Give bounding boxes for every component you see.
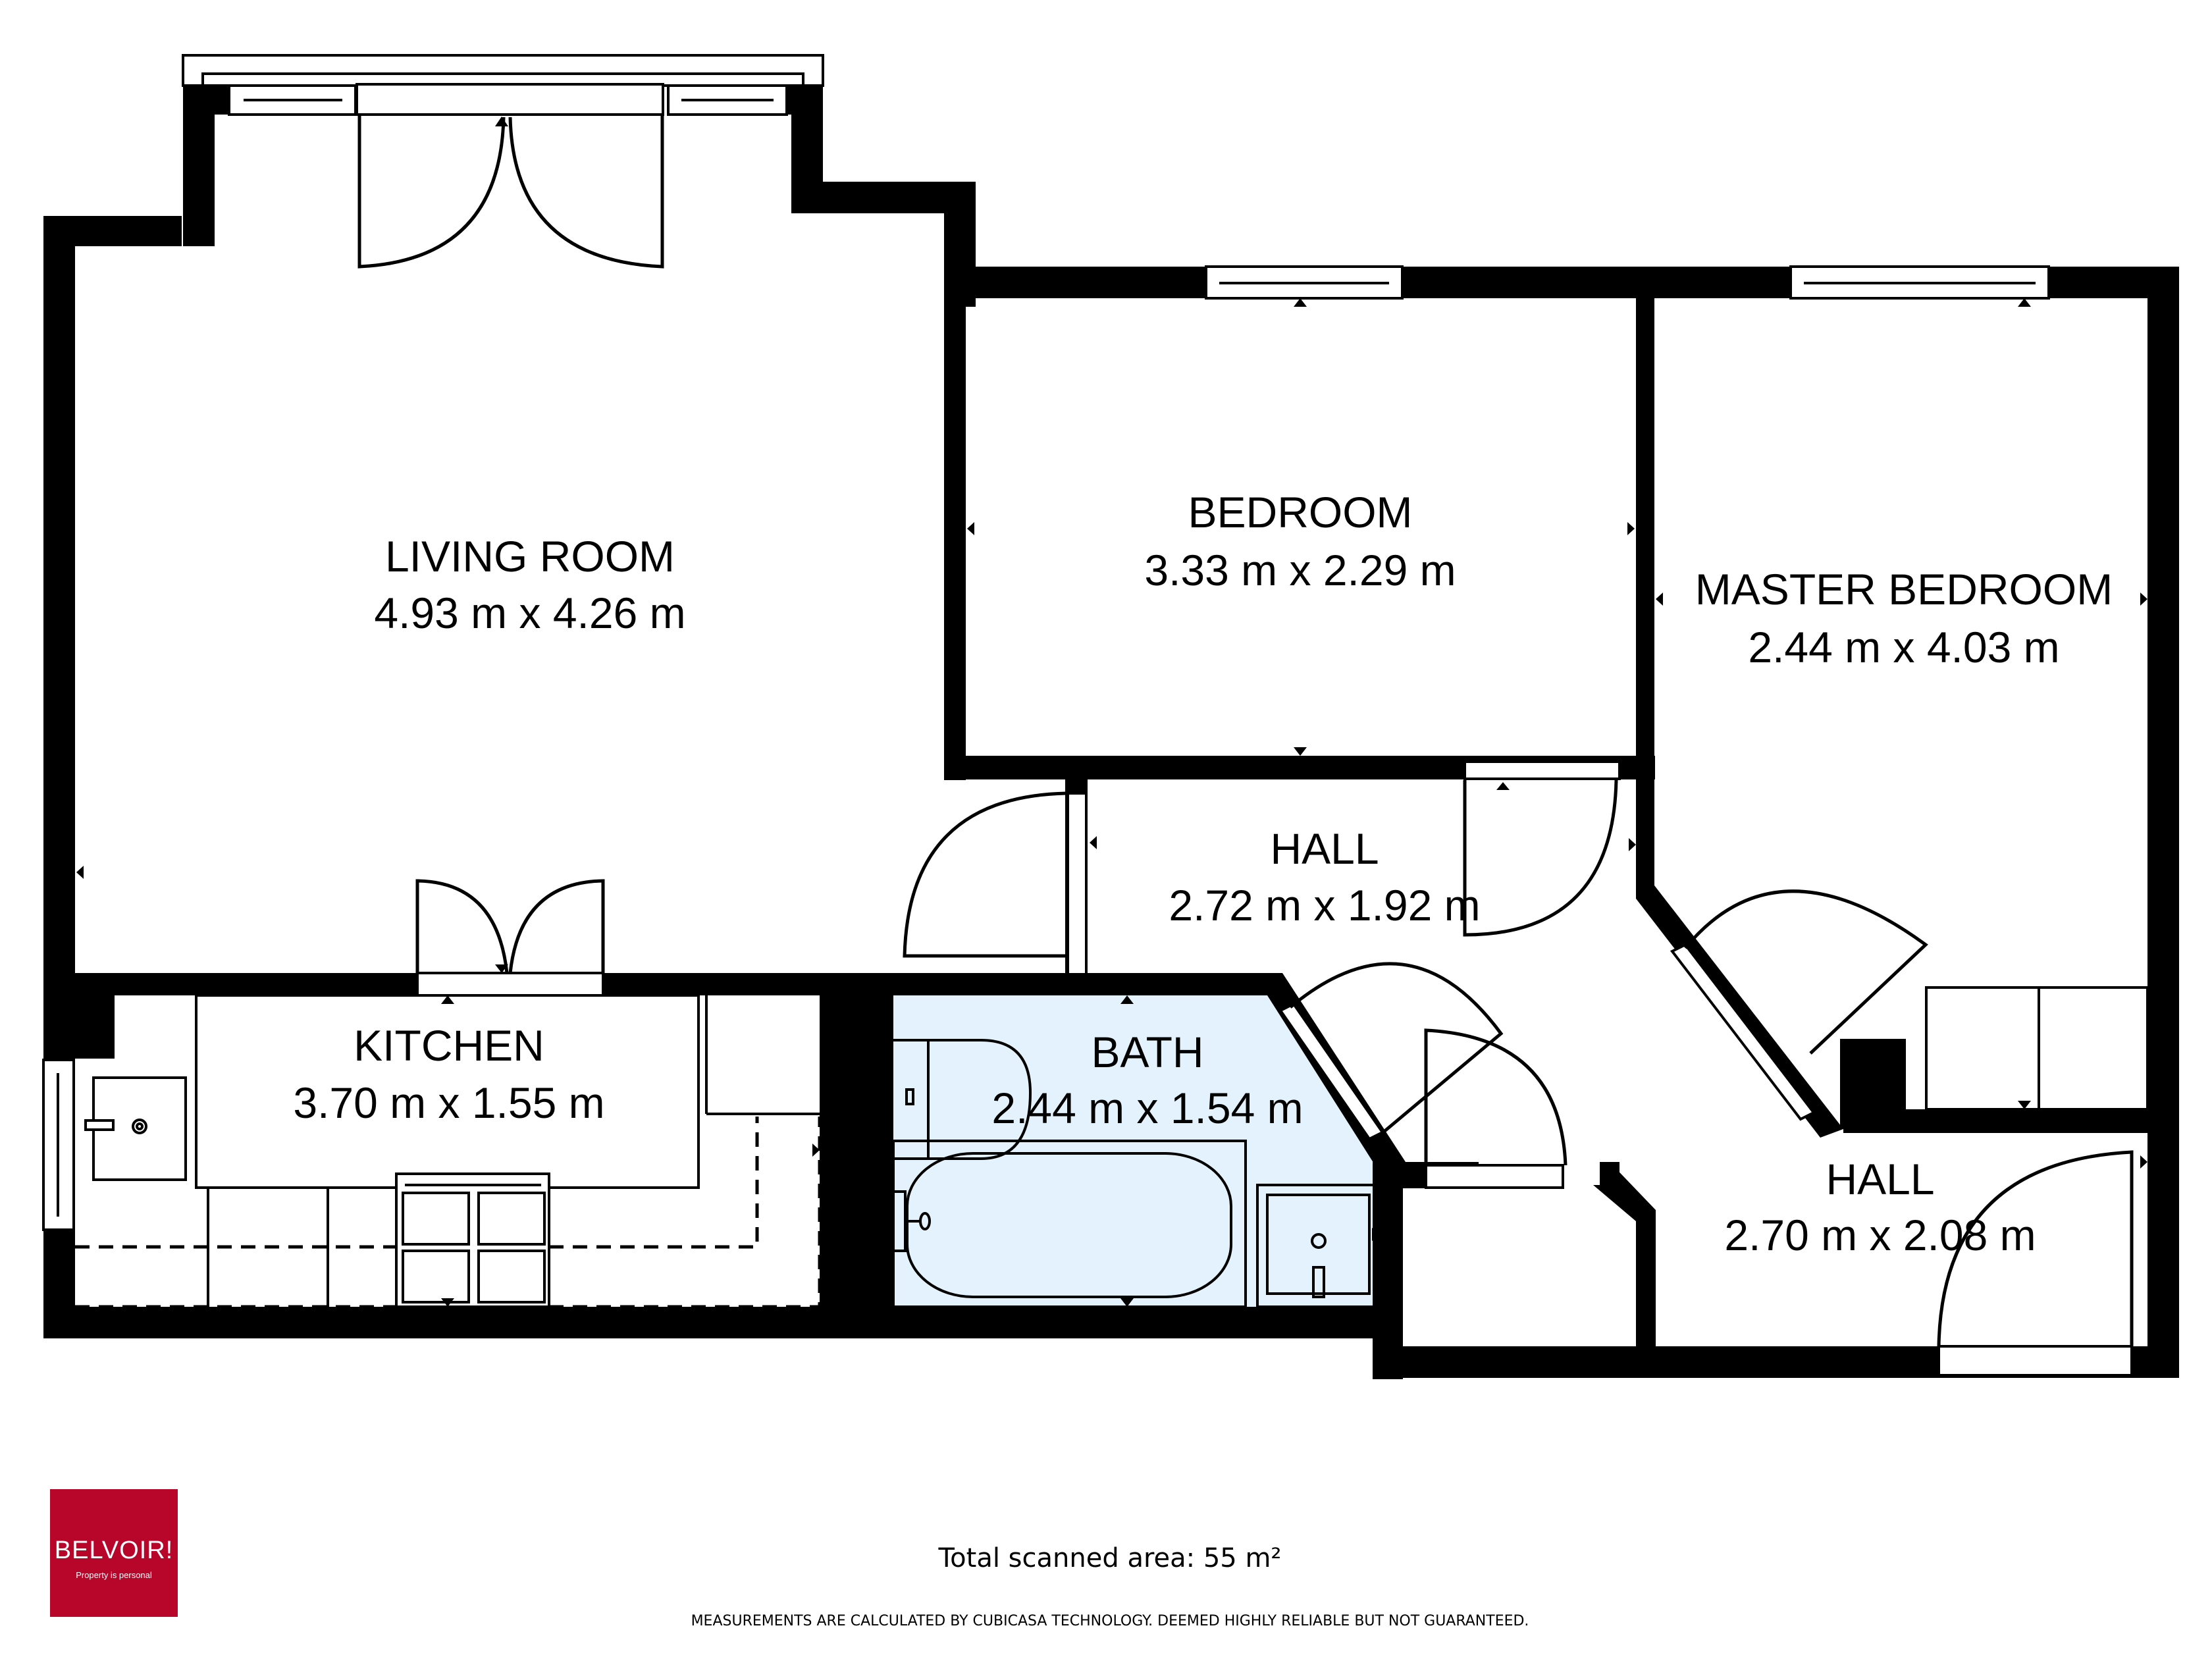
room-dimensions-bath: 2.44 m x 1.54 m bbox=[991, 1084, 1304, 1132]
room-name-kitchen: KITCHEN bbox=[354, 1021, 544, 1070]
windows bbox=[42, 84, 2050, 1231]
room-dimensions-hall-upper: 2.72 m x 1.92 m bbox=[1169, 881, 1481, 930]
belvoir-logo: BELVOIR! Property is personal bbox=[50, 1489, 178, 1617]
bath-fixtures bbox=[892, 1039, 1381, 1308]
logo-name: BELVOIR! bbox=[54, 1537, 174, 1564]
room-name-living-room: LIVING ROOM bbox=[384, 532, 675, 581]
wardrobe bbox=[1925, 986, 2149, 1111]
room-name-master-bedroom: MASTER BEDROOM bbox=[1695, 565, 2113, 614]
room-dimensions-bedroom: 3.33 m x 2.29 m bbox=[1144, 546, 1456, 594]
room-name-hall-upper: HALL bbox=[1270, 824, 1379, 873]
bathtub-icon bbox=[892, 1140, 1247, 1308]
doors bbox=[356, 83, 2134, 1377]
walls bbox=[43, 84, 2179, 1379]
room-dimensions-hall-lower: 2.70 m x 2.08 m bbox=[1724, 1211, 2036, 1259]
room-dimensions-living-room: 4.93 m x 4.26 m bbox=[374, 589, 686, 637]
room-name-bath: BATH bbox=[1091, 1028, 1204, 1076]
logo-tagline: Property is personal bbox=[76, 1570, 152, 1580]
room-dimensions-kitchen: 3.70 m x 1.55 m bbox=[293, 1078, 605, 1127]
bath-sink-icon bbox=[1256, 1184, 1381, 1308]
room-name-hall-lower: HALL bbox=[1826, 1155, 1935, 1203]
kitchen-fixtures bbox=[75, 994, 822, 1309]
stove-icon bbox=[395, 1172, 550, 1308]
measurement-arrows bbox=[76, 117, 2147, 1307]
room-dimensions-master-bedroom: 2.44 m x 4.03 m bbox=[1748, 623, 2060, 672]
room-name-bedroom: BEDROOM bbox=[1188, 488, 1413, 537]
balcony bbox=[182, 54, 824, 87]
total-area: Total scanned area: 55 m² bbox=[938, 1543, 1282, 1573]
disclaimer: MEASUREMENTS ARE CALCULATED BY CUBICASA … bbox=[691, 1613, 1529, 1629]
